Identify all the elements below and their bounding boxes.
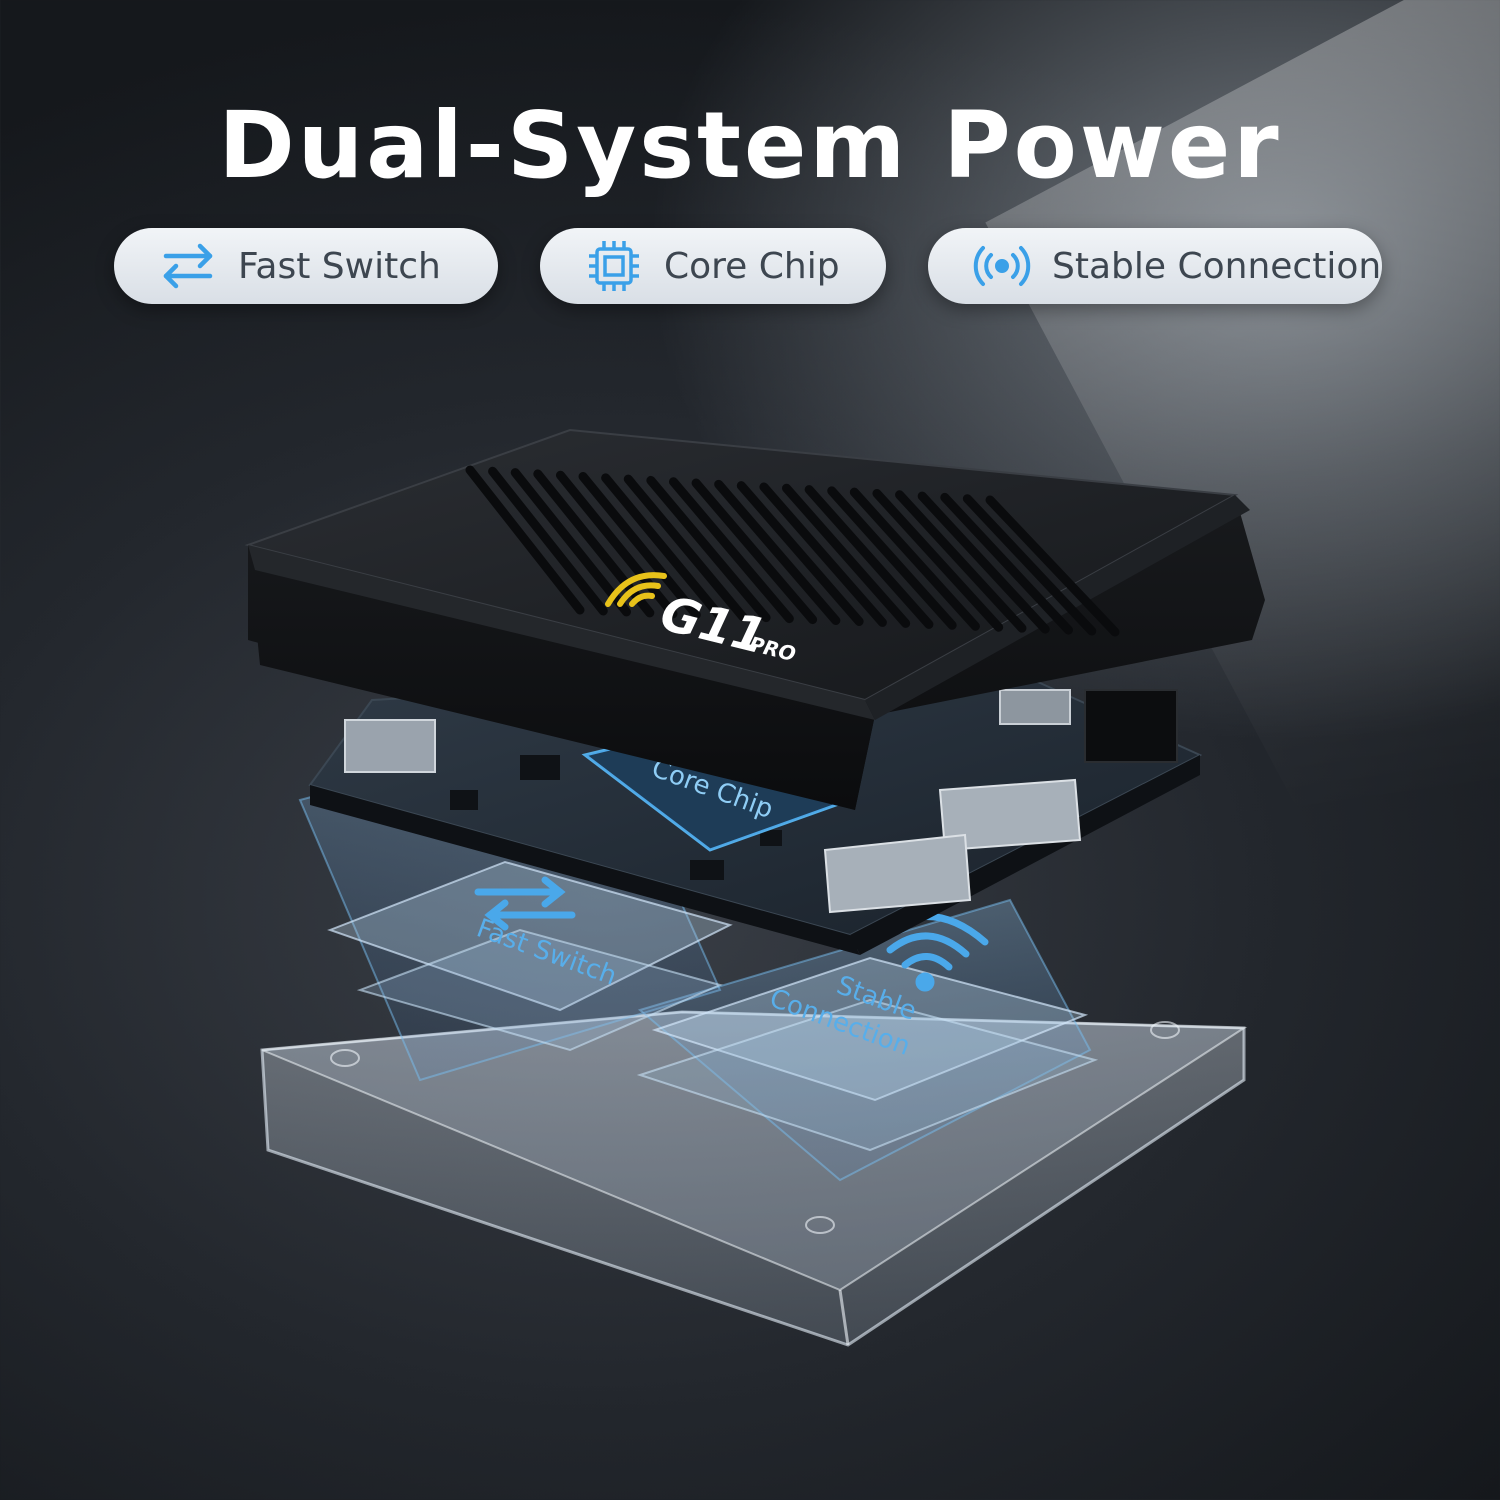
- vent-slot: [510, 468, 632, 617]
- vent-slot: [940, 492, 1073, 635]
- vent-slot: [714, 479, 841, 626]
- vent-grille: [465, 465, 1120, 637]
- vent-slot: [804, 485, 934, 629]
- vent-slot: [827, 486, 957, 630]
- vent-slot: [917, 491, 1050, 634]
- vent-slot: [872, 488, 1004, 632]
- vent-slot: [601, 473, 725, 621]
- usb-a-port-1: [938, 778, 1082, 852]
- badge-stable-connection: Stable Connection: [928, 228, 1382, 304]
- badge-label: Core Chip: [664, 245, 840, 287]
- vent-slot: [962, 494, 1097, 636]
- vent-slot: [488, 466, 608, 616]
- black-top-lid: G11 PRO: [244, 428, 1265, 810]
- vent-slot: [782, 483, 911, 628]
- vent-slot: [578, 472, 701, 620]
- usb-a-port-2: [823, 833, 972, 914]
- vent-slot: [668, 477, 794, 624]
- micro-port: [999, 689, 1071, 725]
- badge-label: Fast Switch: [238, 245, 441, 287]
- arrows-switch-icon: [163, 243, 213, 289]
- vent-slot: [555, 470, 678, 619]
- stable-connection-module: Stable Connection: [636, 913, 1099, 1152]
- vent-slot: [736, 481, 864, 626]
- vent-slot: [985, 495, 1120, 637]
- fast-switch-arrows-icon: [474, 876, 576, 931]
- signal-icon: [973, 246, 1031, 286]
- fast-switch-module: Fast Switch: [327, 860, 733, 1052]
- badge-core-chip: Core Chip: [540, 228, 886, 304]
- vent-slot: [646, 475, 771, 623]
- hdmi-port: [344, 719, 436, 773]
- vent-slot: [895, 490, 1027, 633]
- dc-jack: [1084, 689, 1178, 763]
- badge-label: Stable Connection: [1052, 245, 1382, 287]
- headline: Dual-System Power: [218, 92, 1282, 199]
- main-circuit-board: Core Chip: [308, 663, 1203, 955]
- vent-slot: [465, 465, 585, 615]
- vent-slot: [759, 482, 887, 627]
- badge-fast-switch: Fast Switch: [114, 228, 498, 304]
- vent-slot: [623, 474, 748, 622]
- vent-slot: [691, 478, 818, 625]
- logo-signal-icon: [605, 572, 667, 607]
- vent-slot: [849, 487, 980, 631]
- chip-icon: [589, 241, 639, 291]
